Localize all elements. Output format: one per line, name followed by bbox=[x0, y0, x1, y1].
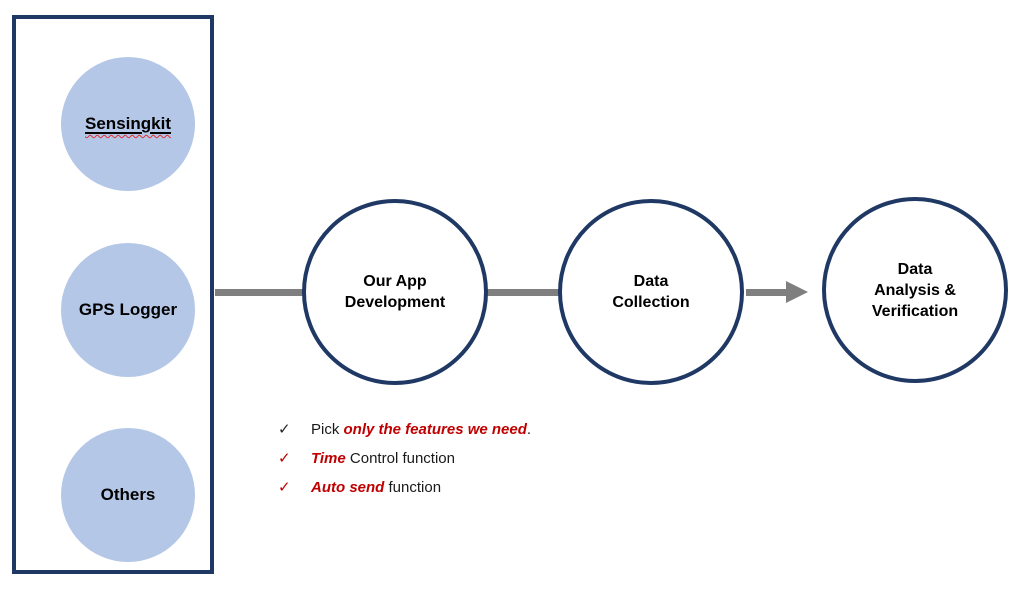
spellcheck-underline: Sensingkit bbox=[85, 114, 171, 134]
source-label-gps-logger: GPS Logger bbox=[78, 300, 178, 319]
source-circle-sensingkit: Sensingkit bbox=[61, 57, 195, 191]
checklist-item-pick-features: ✓ Pick only the features we need. bbox=[278, 422, 531, 438]
step-circle-data-analysis-verification: Data Analysis & Verification bbox=[822, 197, 1008, 383]
checkmark-icon: ✓ bbox=[278, 450, 291, 467]
connector-line-step1-to-step2 bbox=[487, 289, 559, 296]
step-label-line: Development bbox=[344, 294, 446, 311]
text-segment: Control function bbox=[345, 450, 455, 467]
checklist-item-text: Auto send function bbox=[311, 480, 441, 496]
checkmark-icon: ✓ bbox=[278, 479, 291, 496]
checklist-item-auto-send: ✓ Auto send function bbox=[278, 480, 531, 496]
step-circle-data-collection: Data Collection bbox=[558, 199, 744, 385]
step-label-line: Data bbox=[633, 273, 669, 290]
source-circle-others: Others bbox=[61, 428, 195, 562]
text-segment-emphasis: Time bbox=[311, 450, 346, 467]
text-segment-emphasis: Auto send bbox=[311, 479, 385, 496]
checkmark-icon: ✓ bbox=[278, 421, 291, 438]
connector-line-panel-to-step1 bbox=[215, 289, 304, 296]
source-panel: Sensingkit GPS Logger Others bbox=[12, 15, 214, 574]
arrow-head-icon bbox=[786, 281, 808, 303]
source-label-others: Others bbox=[100, 485, 156, 504]
feature-checklist: ✓ Pick only the features we need. ✓ Time… bbox=[278, 422, 531, 496]
checklist-item-text: Pick only the features we need. bbox=[311, 422, 531, 438]
connector-line-step2-to-step3 bbox=[746, 289, 787, 296]
source-circle-gps-logger: GPS Logger bbox=[61, 243, 195, 377]
step-label-line: Verification bbox=[871, 302, 959, 320]
step-label-line: Collection bbox=[612, 294, 690, 311]
text-segment: . bbox=[526, 421, 532, 438]
step-label-line: Our App bbox=[363, 273, 427, 290]
source-label-sensingkit: Sensingkit bbox=[85, 114, 171, 133]
text-segment: function bbox=[384, 479, 442, 496]
step-label-line: Data bbox=[897, 260, 933, 278]
text-segment-emphasis: only the features we need bbox=[343, 421, 527, 438]
checklist-item-time-control: ✓ Time Control function bbox=[278, 451, 531, 467]
step-label-line: Analysis & bbox=[874, 281, 956, 299]
checklist-item-text: Time Control function bbox=[311, 451, 455, 467]
text-segment: Pick bbox=[311, 421, 344, 438]
step-circle-app-development: Our App Development bbox=[302, 199, 488, 385]
